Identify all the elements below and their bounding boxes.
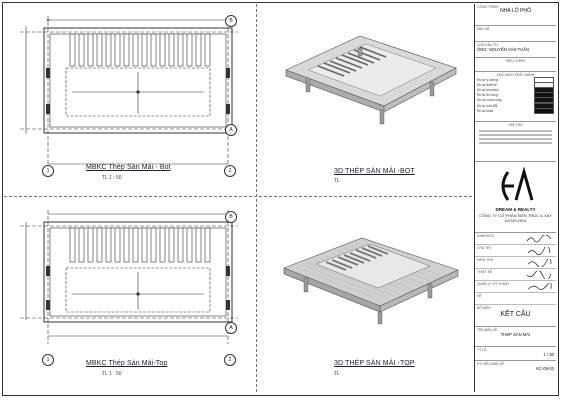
grid-bubble-1: 1 bbox=[42, 165, 54, 177]
view-caption-top-3d: 3D THÉP SÀN MÁI -TOP bbox=[334, 360, 415, 367]
owner-value: ÔNG: NGUYỄN VĂN TUẤN bbox=[477, 47, 530, 52]
sheetno-value: KC-09-03 bbox=[536, 366, 554, 371]
title-block: CÔNG TRÌNH NHÀ LÔ PHỐ ĐỊA CHỈ CHỦ ĐẦU TƯ… bbox=[474, 4, 556, 392]
chapter-row: BỘ MÔN KẾT CẤU bbox=[475, 305, 556, 327]
legend-item-label: Hồ sơ sửa đổi bbox=[477, 103, 498, 108]
view-scale-top-3d: TL bbox=[334, 371, 340, 377]
chapter-value: KẾT CẤU bbox=[500, 311, 531, 318]
view-caption-bot-3d: 3D THÉP SÀN MÁI -BOT bbox=[334, 168, 415, 175]
signature-manage-icon bbox=[527, 283, 552, 290]
grid-bubble-2-top: 2 bbox=[224, 354, 236, 366]
legend-item: Hồ sơ khác bbox=[477, 107, 554, 114]
view-scale-bot-3d: TL bbox=[334, 178, 340, 184]
view-caption-top-plan: MBKC Thép Sàn Mái-Top bbox=[86, 360, 168, 367]
address-row: ĐỊA CHỈ bbox=[475, 26, 556, 42]
company-logo-icon bbox=[501, 166, 533, 201]
sig-manage: QUẢN LÝ KỸ THUẬT bbox=[475, 281, 556, 293]
legend-item-label: Hồ sơ thi công bbox=[477, 93, 498, 98]
grid-bubble-b: B bbox=[225, 15, 237, 27]
sig-director: GIÁM ĐỐC bbox=[475, 233, 556, 245]
sheetno-row: KÝ HIỆU BẢN VẼ KC-09-03 bbox=[475, 361, 556, 377]
manage-label: QUẢN LÝ KỸ THUẬT bbox=[477, 282, 510, 286]
owner-row: CHỦ ĐẦU TƯ ÔNG: NGUYỄN VĂN TUẤN bbox=[475, 42, 556, 58]
owner-label: CHỦ ĐẦU TƯ bbox=[477, 43, 499, 47]
sig-drawer: VẼ bbox=[475, 293, 556, 305]
revision-label: HIỆU CHỈNH bbox=[505, 59, 526, 63]
legend-item-label: Hồ sơ hoàn công bbox=[477, 98, 502, 103]
legend-item-label: Hồ sơ ý tưởng bbox=[477, 77, 498, 82]
address-label: ĐỊA CHỈ bbox=[477, 27, 490, 31]
view-3d-bot[interactable] bbox=[280, 26, 460, 136]
director-label: GIÁM ĐỐC bbox=[477, 234, 495, 238]
view-caption-bot-plan: MBKC Thép Sàn Mái - Bot bbox=[86, 164, 171, 171]
check-label: KIỂM TRA bbox=[477, 258, 493, 262]
grid-bubble-1-top: 1 bbox=[42, 354, 54, 366]
sheetno-label: KÝ HIỆU BẢN VẼ bbox=[477, 362, 504, 366]
scale-row: TỶ LỆ 1 / 50 bbox=[475, 347, 556, 361]
project-value: NHÀ LÔ PHỐ bbox=[500, 8, 531, 14]
signature-chief-icon bbox=[527, 247, 551, 255]
signature-check-icon bbox=[527, 259, 552, 267]
plan-view-top[interactable] bbox=[18, 210, 248, 344]
sig-check: KIỂM TRA bbox=[475, 257, 556, 269]
note-label: GHI CHÚ bbox=[508, 123, 523, 127]
company-logo-block: DREAM & REALTY CÔNG TY CỔ PHẦN KIẾN TRÚC… bbox=[475, 162, 556, 233]
drawing-sheet bbox=[2, 2, 559, 396]
legend-item-label: Hồ sơ thiết kế bbox=[477, 82, 497, 87]
signature-director-icon bbox=[526, 235, 552, 243]
scale-label: TỶ LỆ bbox=[477, 348, 487, 352]
view-scale-bot-plan: TL 1 : 50 bbox=[102, 175, 122, 181]
grid-bubble-a-top: A bbox=[225, 322, 237, 334]
grid-bubble-b-top: B bbox=[225, 211, 237, 223]
legend-item-label: Hồ sơ khác bbox=[477, 108, 494, 113]
sheetname-row: TÊN BẢN VẼ THÉP SÀN MÁI bbox=[475, 327, 556, 347]
sheetname-value: THÉP SÀN MÁI bbox=[500, 332, 531, 337]
legend-title: MỤC ĐÍCH PHÁT HÀNH bbox=[496, 73, 535, 77]
view-3d-top[interactable] bbox=[280, 226, 460, 336]
sig-design: THIẾT KẾ bbox=[475, 269, 556, 281]
legend-swatch bbox=[534, 107, 554, 114]
signature-design-icon bbox=[526, 271, 552, 279]
project-row: CÔNG TRÌNH NHÀ LÔ PHỐ bbox=[475, 4, 556, 26]
chapter-label: BỘ MÔN bbox=[477, 306, 491, 310]
plan-view-bot[interactable] bbox=[18, 14, 248, 182]
view-divider-vertical bbox=[256, 4, 257, 392]
revision-row: HIỆU CHỈNH bbox=[475, 58, 556, 72]
note-row: GHI CHÚ bbox=[475, 122, 556, 162]
company-name: CÔNG TY CỔ PHẦN KIẾN TRÚC & XÂY DỰNG DEA bbox=[479, 213, 552, 223]
drawer-label: VẼ bbox=[477, 294, 482, 298]
sheetname-label: TÊN BẢN VẼ bbox=[477, 328, 498, 332]
project-label: CÔNG TRÌNH bbox=[477, 5, 499, 9]
view-scale-top-plan: TL 1 : 50 bbox=[102, 371, 122, 377]
sig-chief: CHỦ TRÌ bbox=[475, 245, 556, 257]
view-divider-horizontal bbox=[4, 196, 472, 197]
grid-bubble-a: A bbox=[225, 124, 237, 136]
company-brand: DREAM & REALTY bbox=[495, 207, 536, 212]
design-label: THIẾT KẾ bbox=[477, 270, 493, 274]
grid-bubble-2: 2 bbox=[224, 165, 236, 177]
chief-label: CHỦ TRÌ bbox=[477, 246, 491, 250]
scale-value: 1 / 50 bbox=[543, 352, 554, 357]
legend-item-label: Hồ sơ xin phép bbox=[477, 87, 499, 92]
